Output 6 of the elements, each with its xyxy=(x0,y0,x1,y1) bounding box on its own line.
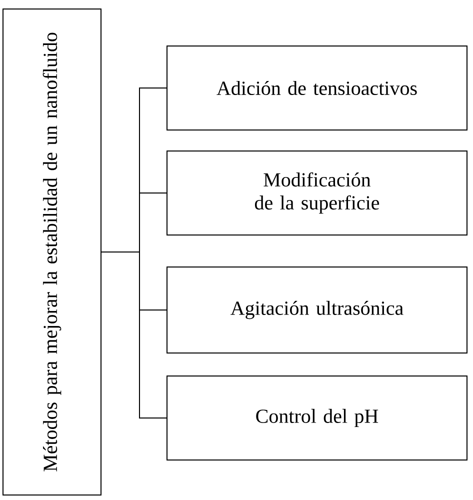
method-box: Adición de tensioactivos xyxy=(166,46,468,130)
method-box: Modificación de la superficie xyxy=(166,150,468,236)
title-box: Métodos para mejorar la estabilidad de un nanofluido xyxy=(2,8,102,496)
method-box: Control del pH xyxy=(166,376,468,460)
connector xyxy=(101,252,167,418)
method-box: Agitación ultrasónica xyxy=(166,266,468,354)
